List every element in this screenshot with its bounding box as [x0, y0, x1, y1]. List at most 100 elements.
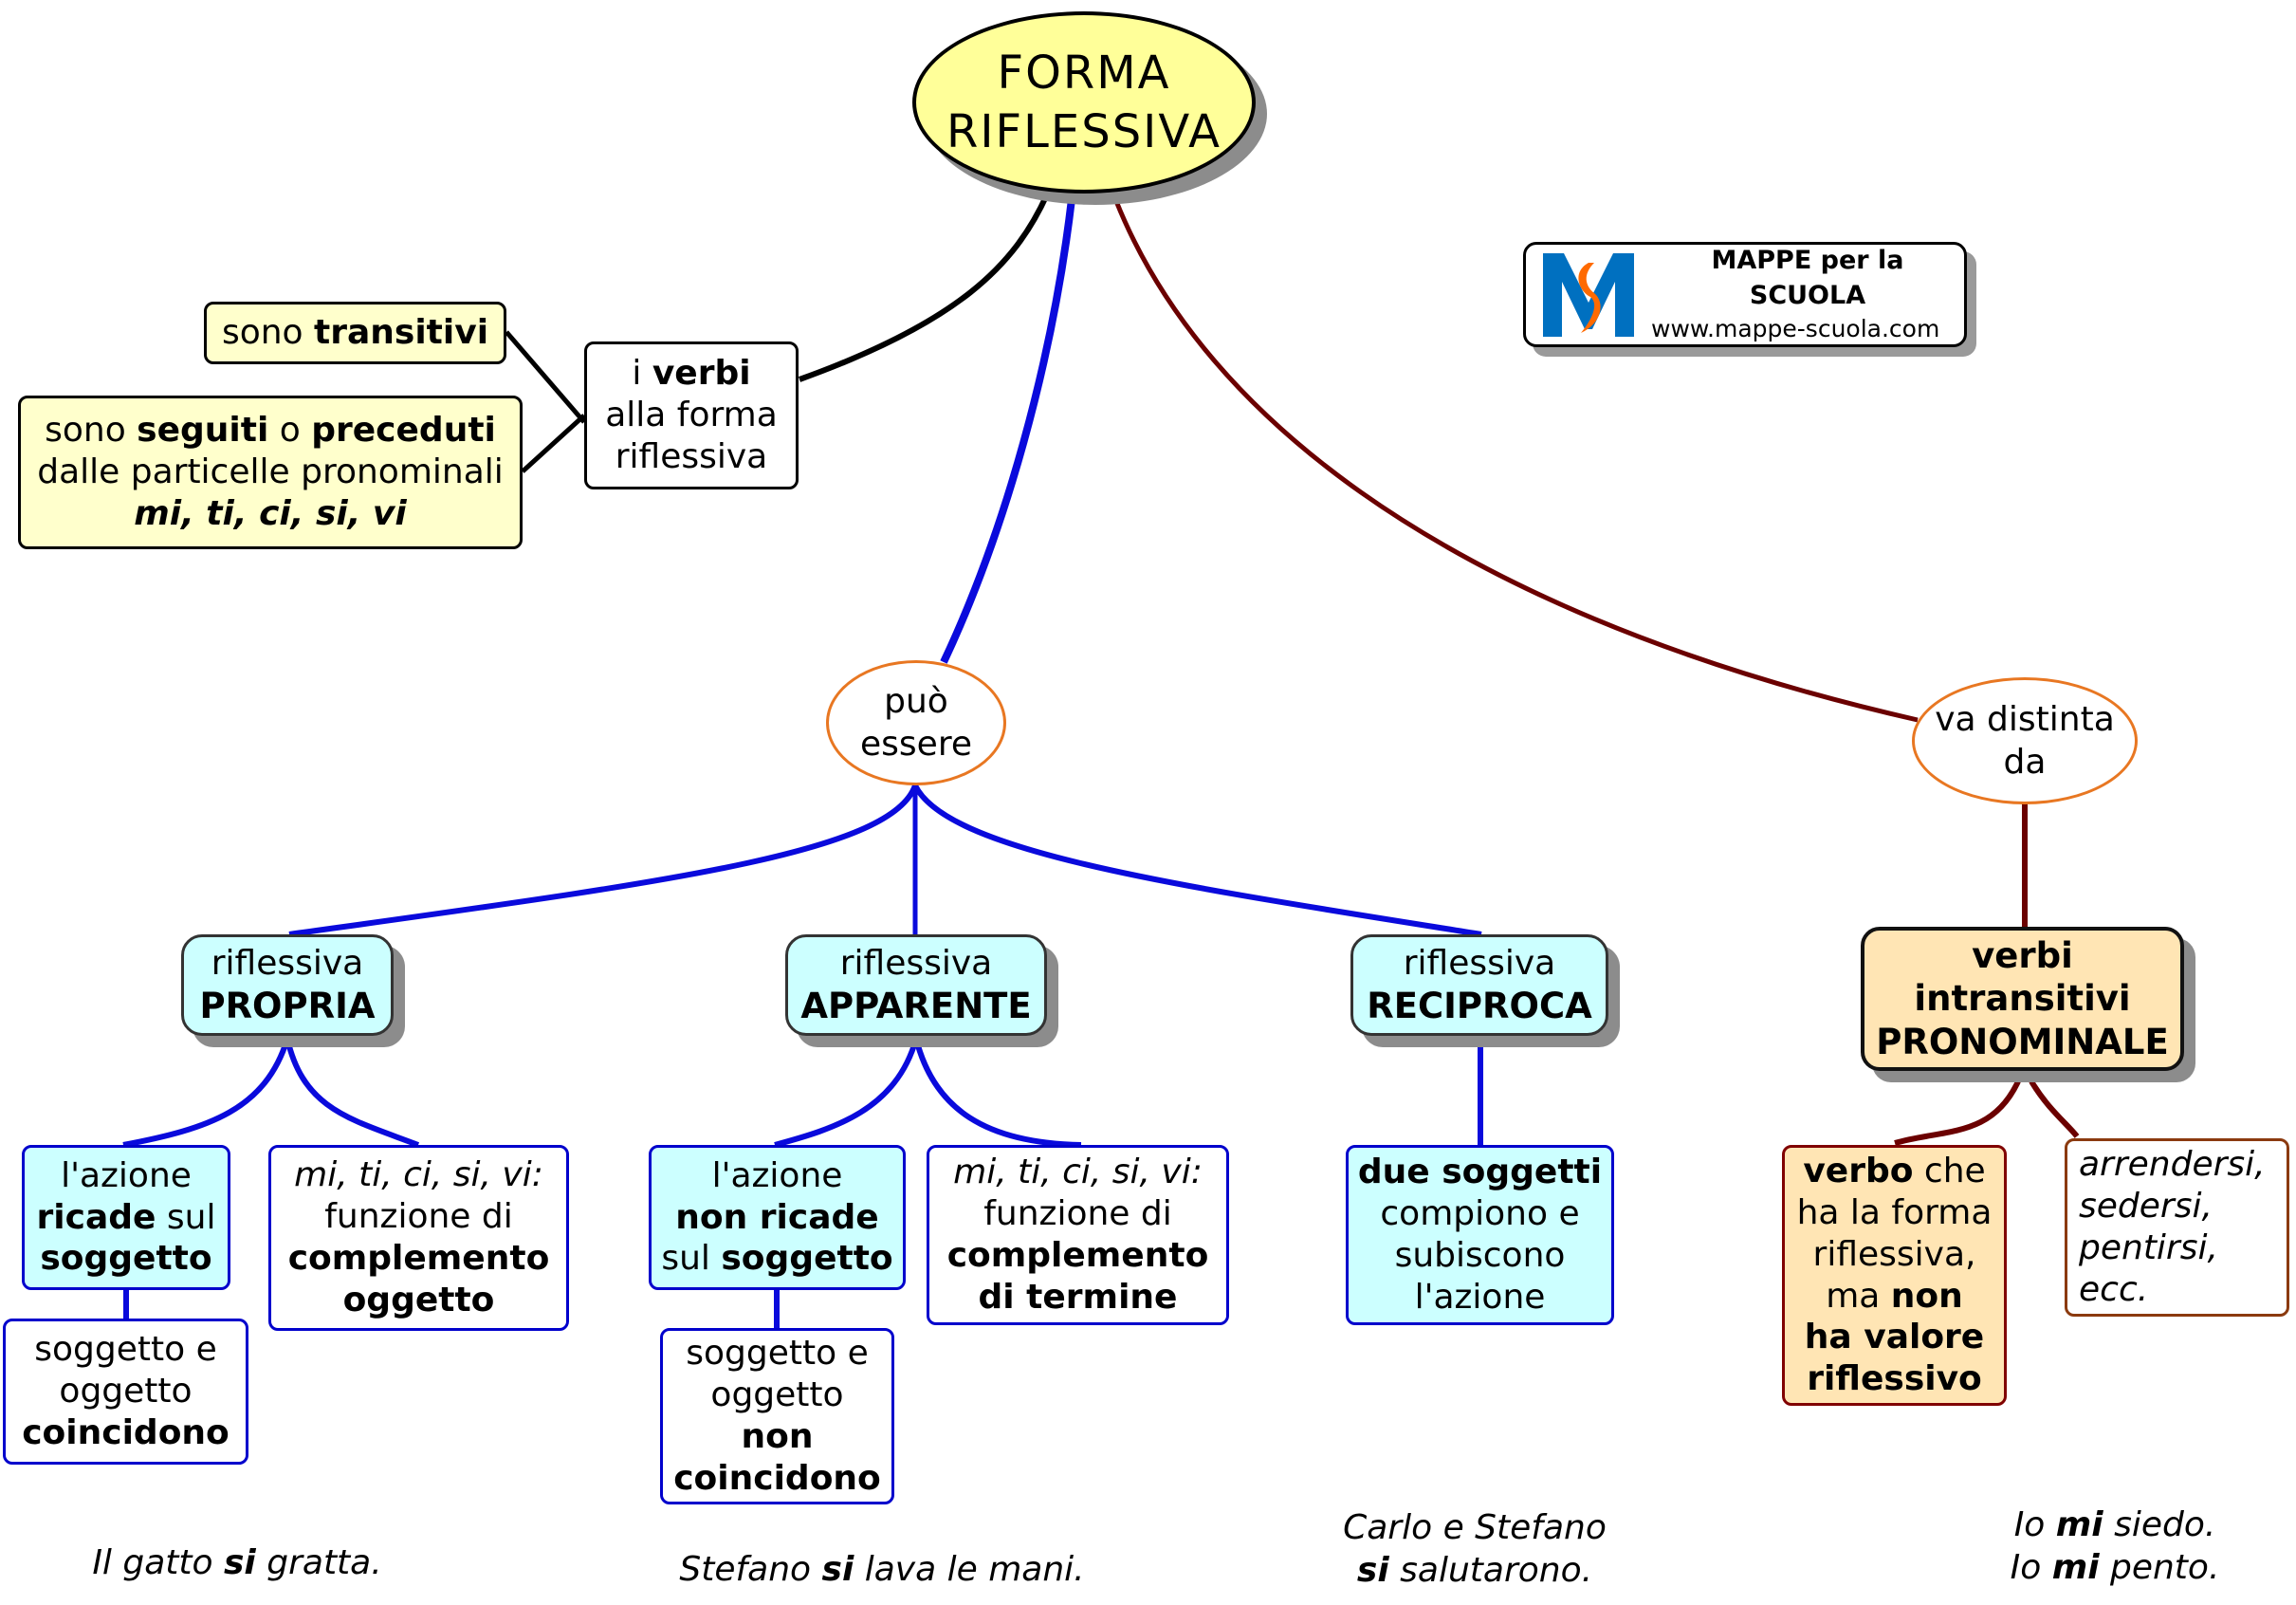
link-pronominal-definition: [1894, 1079, 2021, 1146]
reciproca-desc-node: due soggetti compiono e subiscono l'azio…: [1346, 1145, 1614, 1325]
example-verb: pentirsi,: [2079, 1228, 2218, 1267]
text: oggetto: [59, 1372, 193, 1411]
logo-m-icon: [1543, 252, 1634, 337]
text: funzione di: [983, 1194, 1172, 1234]
bold-text: mi: [2055, 1505, 2103, 1544]
bold-text: oggetto: [342, 1280, 495, 1319]
text: sul: [156, 1197, 216, 1237]
text: gratta.: [255, 1543, 382, 1582]
text: i: [632, 354, 652, 394]
title-node: FORMA RIFLESSIVA: [912, 11, 1256, 194]
bold-text: mi: [2051, 1548, 2100, 1587]
bold-text: non ricade: [675, 1197, 879, 1237]
apparente-coincide-node: soggetto e oggetto non coincidono: [660, 1328, 894, 1504]
bold-text: preceduti: [311, 411, 496, 451]
text: Io: [2010, 1548, 2052, 1587]
link-pronominal-examples: [2029, 1079, 2080, 1138]
text: essere: [860, 725, 972, 764]
text: soggetto e: [686, 1334, 869, 1374]
propria-function-node: mi, ti, ci, si, vi: funzione di compleme…: [268, 1145, 569, 1331]
text: dalle particelle pronominali: [37, 452, 504, 492]
example-reciproca: Carlo e Stefano si salutarono.: [1309, 1506, 1641, 1592]
logo-badge[interactable]: MAPPE per la SCUOLA www.mappe-scuola.com: [1523, 242, 1967, 347]
text: o: [268, 411, 312, 451]
pronominal-node: verbi intransitivi PRONOMINALE: [1861, 927, 2184, 1071]
logo-url[interactable]: www.mappe-scuola.com: [1651, 315, 1940, 343]
particles-list: mi, ti, ci, si, vi: [134, 493, 407, 533]
text: PRONOMINALE: [1876, 1021, 2169, 1062]
text: sul: [661, 1239, 722, 1279]
link-title-puo: [940, 198, 1075, 664]
text: Io: [2013, 1505, 2056, 1544]
link-puo-propria: [288, 784, 918, 937]
pronominal-definition-node: verbo che ha la forma riflessiva, ma non…: [1782, 1145, 2007, 1406]
verbs-node: i verbi alla forma riflessiva: [584, 341, 799, 489]
bold-text: seguiti: [137, 411, 269, 451]
link-propria-function: [285, 1038, 420, 1148]
bold-text: si: [821, 1550, 854, 1589]
type-title: PROPRIA: [199, 985, 376, 1026]
text: riflessiva: [211, 943, 364, 983]
bold-text: complemento: [287, 1239, 550, 1278]
bold-text: verbi: [652, 354, 751, 394]
link-title-verbs: [798, 193, 1050, 382]
text: riflessiva: [1403, 943, 1556, 983]
text: ma: [1826, 1276, 1891, 1316]
bold-text: ricade: [36, 1197, 156, 1237]
pronominal-examples-node: arrendersi, sedersi, pentirsi, ecc.: [2065, 1138, 2289, 1317]
text: va distinta: [1935, 700, 2115, 739]
link-propria-action: [122, 1038, 290, 1148]
link-puo-reciproca: [912, 784, 1482, 937]
text: sono: [45, 411, 138, 451]
text: verbi: [1972, 935, 2073, 977]
va-distinta-label: va distinta da: [1912, 677, 2138, 804]
transitive-node: sono transitivi: [204, 302, 506, 364]
bold-text: due soggetti: [1357, 1153, 1603, 1192]
bold-text: transitivi: [314, 313, 489, 353]
text: Stefano: [679, 1550, 822, 1589]
text: soggetto e: [34, 1330, 217, 1370]
example-pronominal: Io mi siedo. Io mi pento.: [1954, 1504, 2276, 1589]
particles-italic: mi, ti, ci, si, vi:: [953, 1153, 1203, 1192]
type-title: RECIPROCA: [1367, 985, 1592, 1026]
text: salutarono.: [1388, 1551, 1593, 1590]
text: che: [1913, 1151, 1986, 1190]
bold-text: non: [741, 1417, 814, 1456]
bold-text: di termine: [978, 1277, 1178, 1317]
particles-italic: mi, ti, ci, si, vi:: [294, 1155, 543, 1195]
text: subiscono: [1394, 1236, 1566, 1275]
text: l'azione: [1414, 1277, 1546, 1317]
text: l'azione: [711, 1155, 843, 1195]
apparente-action-node: l'azione non ricade sul soggetto: [649, 1145, 906, 1290]
text: riflessiva: [615, 436, 768, 476]
bold-text: verbo: [1803, 1151, 1914, 1190]
text: alla forma: [605, 396, 778, 435]
text: lava le mani.: [854, 1550, 1085, 1589]
text: può: [884, 682, 948, 721]
example-apparente: Stefano si lava le mani.: [654, 1548, 1110, 1591]
puo-essere-label: può essere: [826, 660, 1006, 785]
text: siedo.: [2103, 1505, 2216, 1544]
text: oggetto: [710, 1375, 844, 1415]
text: ha la forma: [1796, 1192, 1993, 1232]
type-title: APPARENTE: [800, 985, 1032, 1026]
bold-text: si: [1356, 1551, 1389, 1590]
link-apparente-action: [774, 1038, 919, 1148]
title-line1: FORMA: [997, 46, 1171, 100]
bold-text: ha valore: [1804, 1318, 1985, 1357]
bold-text: coincidono: [673, 1458, 881, 1498]
type-reciproca: riflessiva RECIPROCA: [1350, 934, 1608, 1036]
type-apparente: riflessiva APPARENTE: [785, 934, 1047, 1036]
logo-brand: MAPPE per la SCUOLA: [1711, 246, 1904, 310]
particles-node: sono seguiti o preceduti dalle particell…: [18, 396, 523, 549]
text: da: [2003, 743, 2047, 782]
text: l'azione: [61, 1155, 192, 1195]
text: funzione di: [324, 1197, 513, 1237]
propria-action-node: l'azione ricade sul soggetto: [22, 1145, 230, 1290]
text: riflessiva,: [1812, 1234, 1976, 1274]
text: pento.: [2099, 1548, 2220, 1587]
text: intransitivi: [1914, 978, 2131, 1020]
bold-text: soggetto: [721, 1239, 893, 1279]
text: sono: [221, 313, 315, 353]
